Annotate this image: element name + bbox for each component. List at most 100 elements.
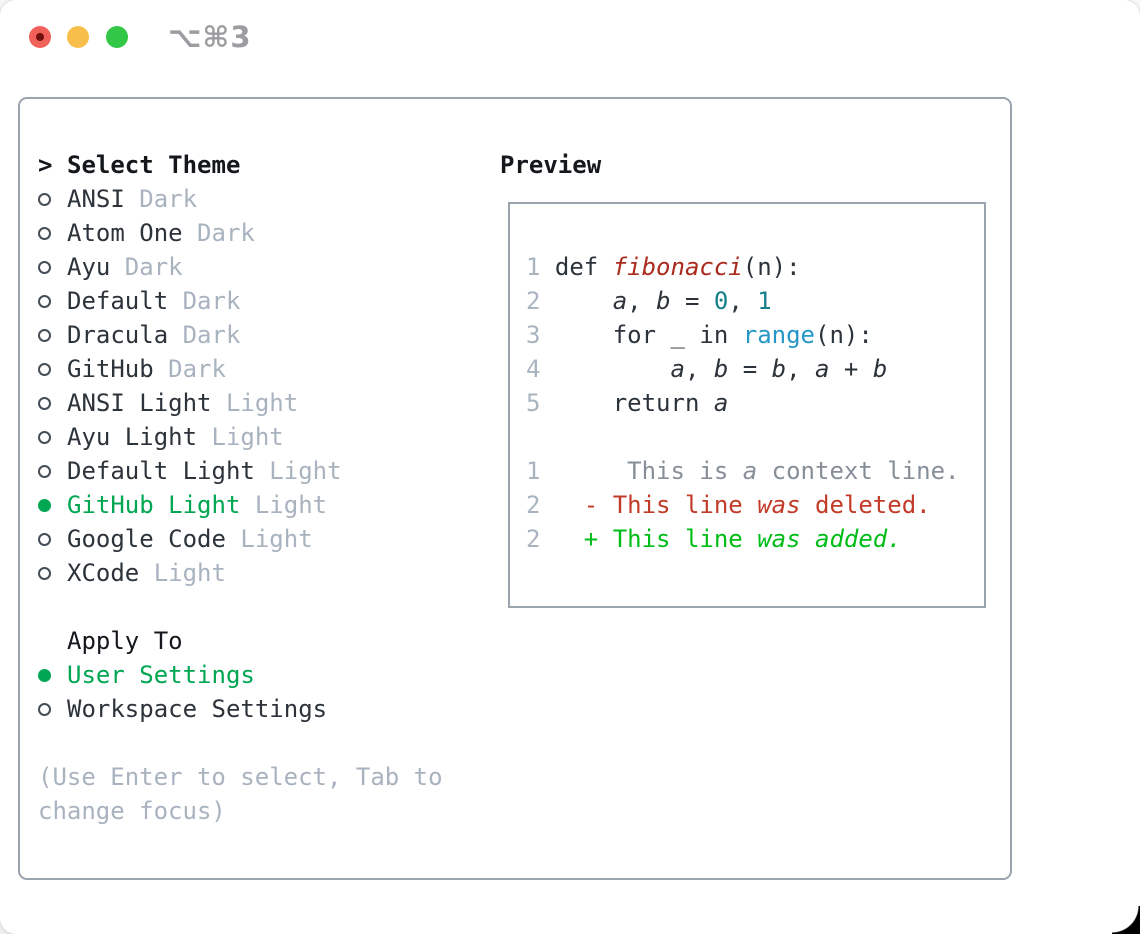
code-token: , bbox=[684, 355, 714, 383]
window-shortcut-label: ⌥⌘3 bbox=[168, 20, 252, 54]
radio-icon bbox=[38, 318, 67, 352]
radio-icon bbox=[38, 522, 67, 556]
theme-name: XCode bbox=[67, 559, 140, 587]
theme-variant-label: Dark bbox=[168, 321, 241, 349]
code-token: b bbox=[656, 287, 671, 315]
radio-icon bbox=[38, 352, 67, 386]
theme-name: Ayu bbox=[67, 253, 111, 281]
select-theme-header: > Select Theme bbox=[38, 148, 443, 182]
code-token: a bbox=[612, 287, 628, 315]
radio-icon bbox=[38, 216, 67, 250]
code-line: 4 a, b = b, a + b bbox=[526, 352, 984, 386]
apply-to-header: Apply To bbox=[38, 624, 443, 658]
code-token: was added. bbox=[757, 525, 902, 553]
code-token: range bbox=[742, 321, 815, 349]
code-line: 3 for _ in range(n): bbox=[526, 318, 984, 352]
apply-option-user-settings[interactable]: User Settings bbox=[38, 658, 443, 692]
radio-icon bbox=[38, 556, 67, 590]
radio-icon bbox=[38, 692, 67, 726]
theme-name: GitHub bbox=[67, 355, 154, 383]
close-dot-icon bbox=[36, 33, 44, 41]
selection-cursor-icon: > bbox=[38, 151, 53, 179]
code-line: 2 a, b = 0, 1 bbox=[526, 284, 984, 318]
theme-name: Google Code bbox=[67, 525, 226, 553]
radio-icon bbox=[38, 386, 67, 420]
theme-option-ansi-light-light[interactable]: ANSI Light Light bbox=[38, 386, 443, 420]
theme-option-ayu-light-light[interactable]: Ayu Light Light bbox=[38, 420, 443, 454]
code-token: return bbox=[540, 389, 714, 417]
radio-icon bbox=[38, 250, 67, 284]
theme-name: Default bbox=[67, 287, 169, 315]
close-button[interactable] bbox=[29, 26, 51, 48]
code-token: (n): bbox=[742, 253, 801, 281]
code-token: (n): bbox=[815, 321, 873, 349]
theme-variant-label: Dark bbox=[124, 185, 198, 213]
theme-option-default-light-light[interactable]: Default Light Light bbox=[38, 454, 443, 488]
line-number: 1 bbox=[526, 253, 541, 281]
code-token: b bbox=[872, 355, 888, 383]
code-token: = bbox=[670, 287, 714, 315]
code-token bbox=[540, 287, 612, 315]
code-token: 1 bbox=[757, 287, 772, 315]
hint-text-line2: change focus) bbox=[38, 797, 226, 825]
code-token: fibonacci bbox=[612, 253, 743, 281]
code-token: + This line bbox=[540, 525, 758, 553]
theme-option-atom-one-dark[interactable]: Atom One Dark bbox=[38, 216, 443, 250]
radio-icon bbox=[38, 420, 67, 454]
code-token: , bbox=[627, 287, 657, 315]
radio-icon bbox=[38, 182, 67, 216]
theme-variant-label: Light bbox=[139, 559, 226, 587]
spacer-row bbox=[38, 590, 443, 624]
preview-title: Preview bbox=[500, 151, 602, 179]
apply-option-label: Workspace Settings bbox=[67, 695, 328, 723]
apply-to-title: Apply To bbox=[67, 627, 183, 655]
theme-option-default-dark[interactable]: Default Dark bbox=[38, 284, 443, 318]
theme-name: Ayu Light bbox=[67, 423, 198, 451]
radio-selected-icon bbox=[38, 658, 67, 692]
code-token: , bbox=[786, 355, 816, 383]
theme-option-xcode-light[interactable]: XCode Light bbox=[38, 556, 443, 590]
apply-option-workspace-settings[interactable]: Workspace Settings bbox=[38, 692, 443, 726]
code-line: 1 def fibonacci(n): bbox=[526, 250, 984, 284]
theme-option-github-dark[interactable]: GitHub Dark bbox=[38, 352, 443, 386]
line-number: 2 bbox=[526, 525, 541, 553]
code-token: b bbox=[771, 355, 787, 383]
code-line bbox=[526, 420, 984, 454]
radio-icon bbox=[38, 284, 67, 318]
theme-variant-label: Light bbox=[211, 389, 299, 417]
code-line: 2 - This line was deleted. bbox=[526, 488, 984, 522]
theme-variant-label: Dark bbox=[168, 287, 241, 315]
code-token: b bbox=[713, 355, 729, 383]
radio-selected-icon bbox=[38, 488, 67, 522]
line-number: 4 bbox=[526, 355, 541, 383]
select-theme-title: Select Theme bbox=[67, 151, 241, 179]
theme-variant-label: Dark bbox=[153, 355, 226, 383]
theme-option-ayu-dark[interactable]: Ayu Dark bbox=[38, 250, 443, 284]
code-token: - This line bbox=[540, 491, 758, 519]
spacer-row bbox=[38, 726, 443, 760]
theme-option-github-light-light[interactable]: GitHub Light Light bbox=[38, 488, 443, 522]
theme-option-google-code-light[interactable]: Google Code Light bbox=[38, 522, 443, 556]
code-token: = bbox=[728, 355, 772, 383]
code-token: deleted. bbox=[800, 491, 931, 519]
minimize-button[interactable] bbox=[67, 26, 89, 48]
theme-name: ANSI Light bbox=[67, 389, 212, 417]
code-line: 5 return a bbox=[526, 386, 984, 420]
theme-name: GitHub Light bbox=[67, 491, 241, 519]
code-token: , bbox=[728, 287, 758, 315]
theme-variant-label: Light bbox=[254, 457, 342, 485]
zoom-button[interactable] bbox=[106, 26, 128, 48]
code-token: def bbox=[540, 253, 613, 281]
code-token: a bbox=[670, 355, 685, 383]
theme-option-dracula-dark[interactable]: Dracula Dark bbox=[38, 318, 443, 352]
code-token: for _ in bbox=[540, 321, 743, 349]
theme-option-ansi-dark[interactable]: ANSI Dark bbox=[38, 182, 443, 216]
theme-variant-label: Light bbox=[197, 423, 284, 451]
hint-text-line1: (Use Enter to select, Tab to bbox=[38, 763, 443, 791]
theme-name: Default Light bbox=[67, 457, 255, 485]
line-number: 2 bbox=[526, 287, 541, 315]
